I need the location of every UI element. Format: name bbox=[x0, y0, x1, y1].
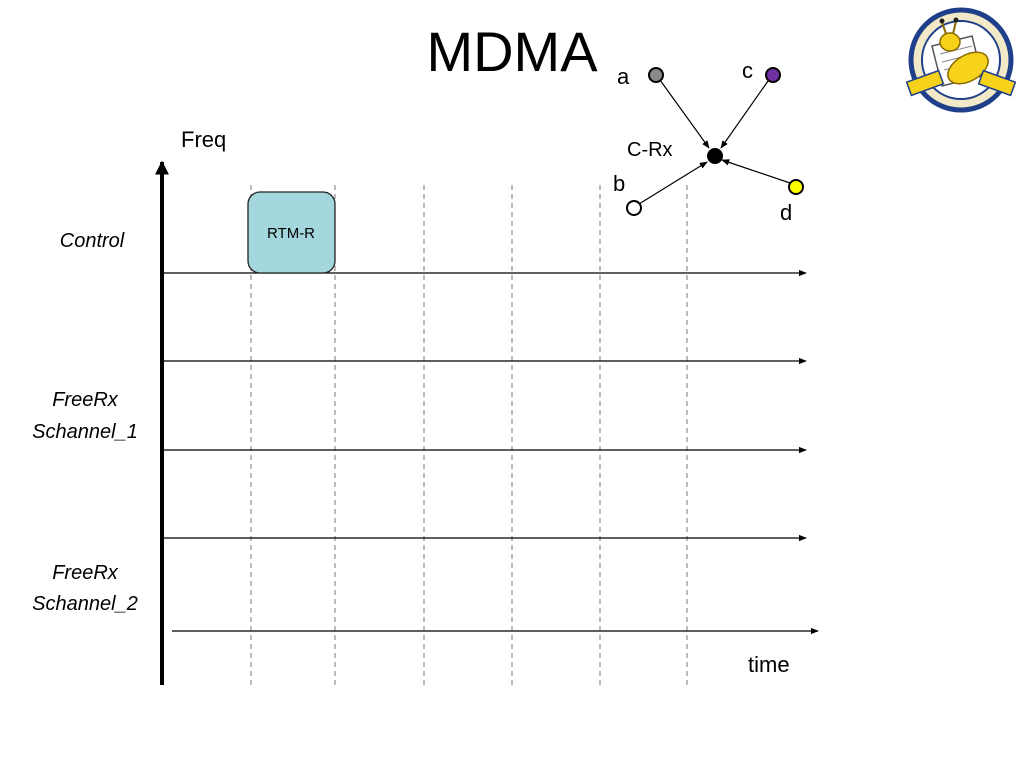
crx-label: C-Rx bbox=[627, 139, 673, 161]
row-label-control: Control bbox=[60, 230, 125, 252]
edge-d-to-crx bbox=[721, 159, 791, 184]
node-d bbox=[788, 179, 804, 195]
edge-b-to-crx bbox=[638, 161, 708, 205]
channel-lines bbox=[160, 269, 819, 635]
rtm-r-label: RTM-R bbox=[267, 225, 315, 242]
edge-c-to-crx bbox=[720, 80, 769, 149]
row-label-free1-line2: Schannel_1 bbox=[32, 421, 138, 443]
slide-title: MDMA bbox=[426, 20, 598, 83]
node-crx bbox=[707, 148, 723, 164]
row-label-free2-line2: Schannel_2 bbox=[32, 593, 138, 615]
row-label-free2-line1: FreeRx bbox=[52, 562, 119, 584]
node-a-label: a bbox=[617, 64, 630, 89]
node-b-label: b bbox=[613, 171, 625, 196]
node-c bbox=[765, 67, 781, 83]
topology-inset: a c b d C-Rx bbox=[613, 58, 804, 225]
node-a bbox=[648, 67, 664, 83]
edge-a-to-crx bbox=[659, 79, 710, 149]
node-d-label: d bbox=[780, 200, 792, 225]
time-axis-label: time bbox=[748, 652, 790, 677]
rtm-r-box bbox=[247, 191, 336, 274]
node-b bbox=[626, 200, 642, 216]
node-c-label: c bbox=[742, 58, 753, 83]
row-label-free1-line1: FreeRx bbox=[52, 389, 119, 411]
ucsc-seal-logo bbox=[905, 7, 1017, 113]
rtm-r-slot: RTM-R bbox=[247, 191, 336, 274]
freq-axis-label: Freq bbox=[181, 127, 226, 152]
